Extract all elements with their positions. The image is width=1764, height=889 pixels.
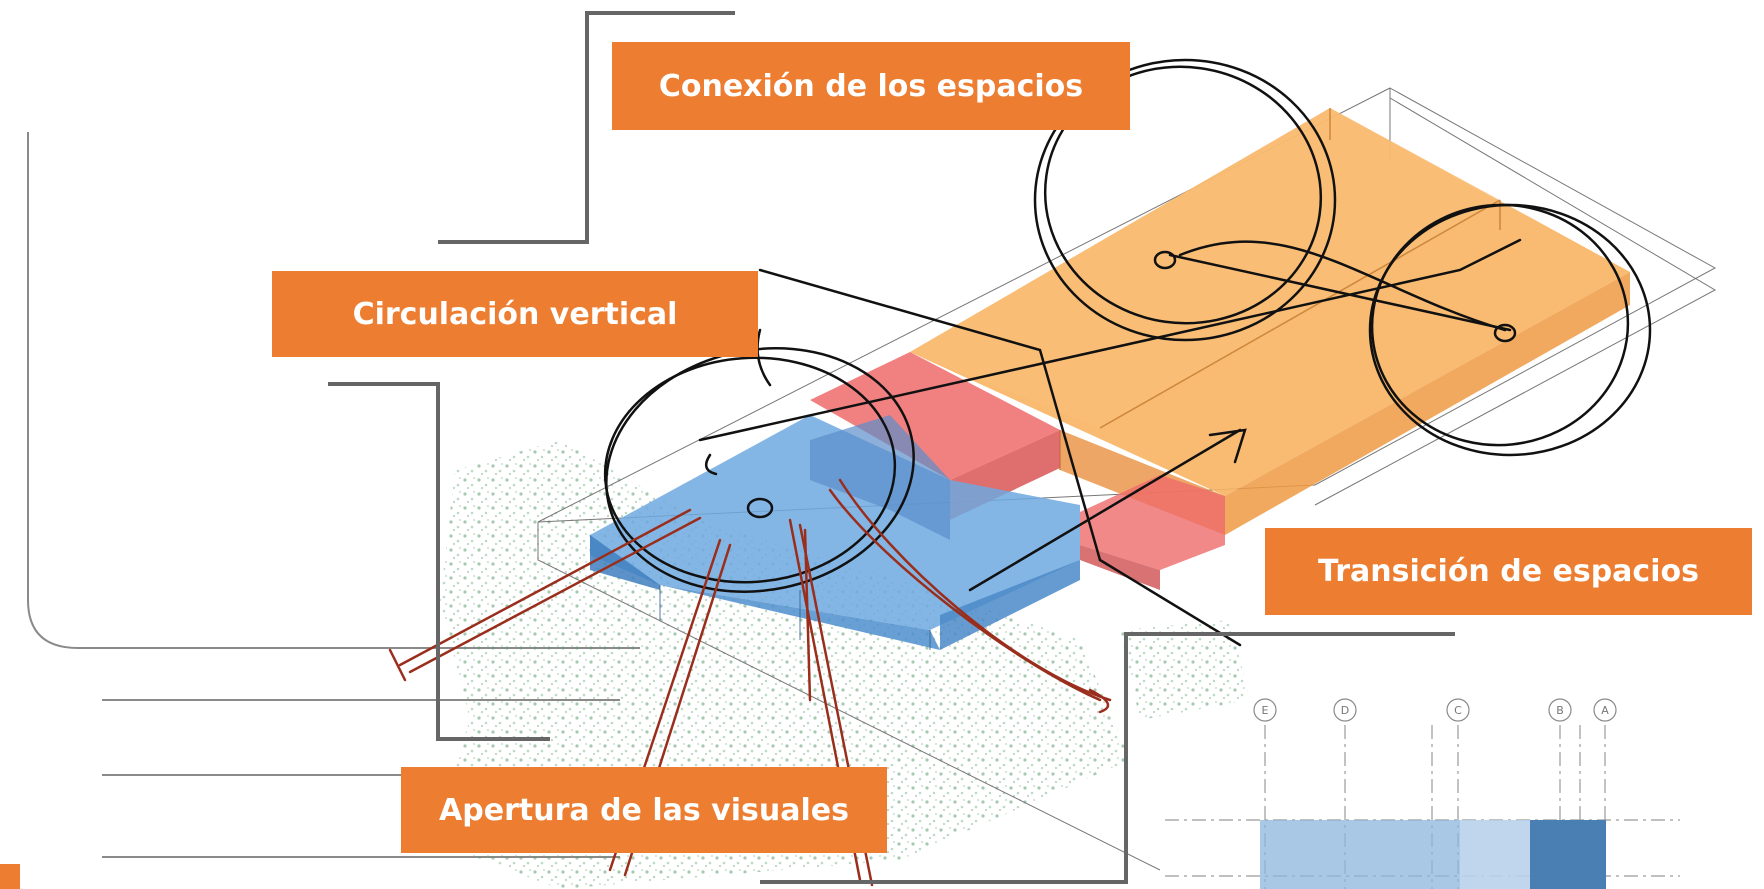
leader-line-conexion — [438, 11, 735, 244]
leader-line-circulacion — [328, 382, 550, 741]
grid-marker-e: E — [1253, 698, 1277, 722]
visual-rays — [388, 478, 1112, 887]
grid-marker-a: A — [1593, 698, 1617, 722]
label-conexion-de-los-espacios: Conexión de los espacios — [612, 42, 1130, 130]
label-apertura-de-las-visuales: Apertura de las visuales — [401, 767, 887, 853]
grid-marker-b: B — [1548, 698, 1572, 722]
orange-corner-mark — [0, 864, 20, 889]
site-outline — [537, 87, 1717, 871]
grid-markers: E D C B A — [1253, 698, 1617, 722]
label-transicion-de-espacios: Transición de espacios — [1265, 528, 1752, 615]
grid-marker-label: B — [1556, 704, 1564, 717]
grid-marker-label: C — [1454, 704, 1462, 717]
grid-marker-label: D — [1341, 704, 1349, 717]
blue-volume — [590, 415, 1080, 650]
grid-marker-label: E — [1262, 704, 1269, 717]
elevation-inset — [1165, 725, 1680, 889]
grid-marker-label: A — [1601, 704, 1609, 717]
grid-marker-c: C — [1446, 698, 1470, 722]
label-circulacion-vertical: Circulación vertical — [272, 271, 758, 357]
leader-lines — [328, 11, 1455, 884]
leader-line-transicion — [760, 632, 1455, 884]
sketch-strokes — [603, 58, 1652, 647]
grid-marker-d: D — [1333, 698, 1357, 722]
